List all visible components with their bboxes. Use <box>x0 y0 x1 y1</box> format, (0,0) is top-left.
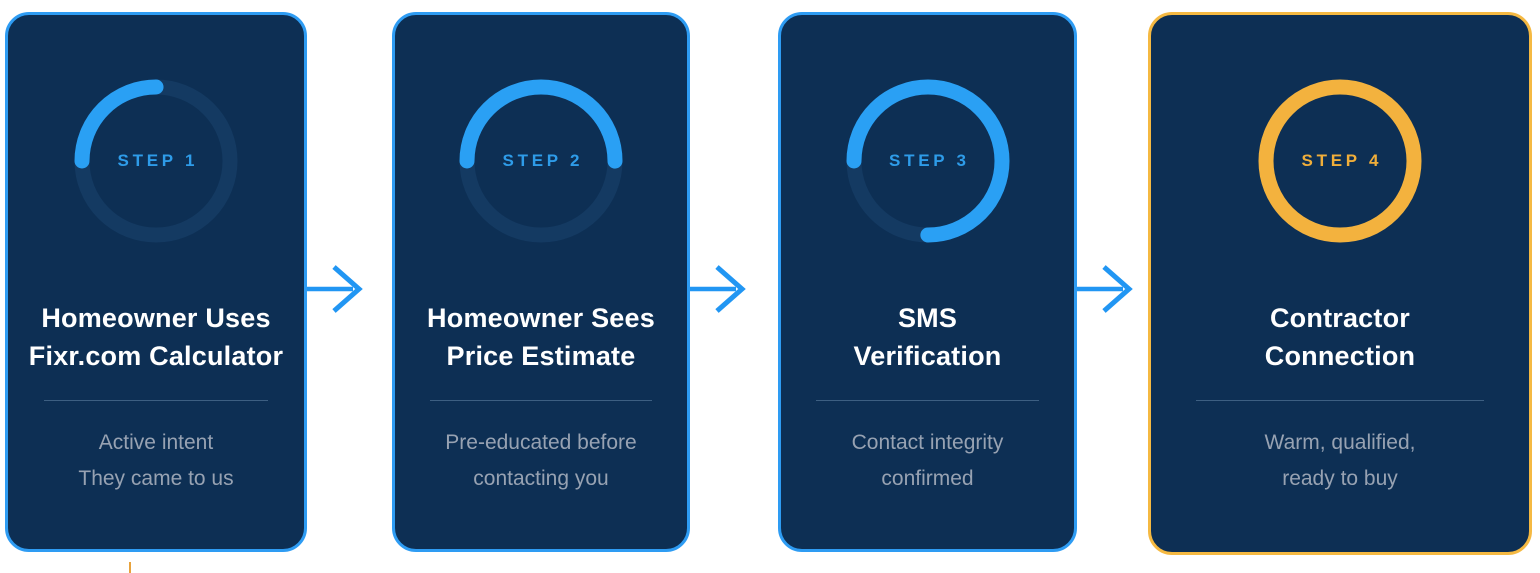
card-title-line: Homeowner Sees <box>427 303 655 333</box>
step-label: STEP 2 <box>502 151 584 170</box>
card-title-line: Verification <box>853 341 1002 371</box>
divider <box>43 400 269 401</box>
divider <box>430 400 652 401</box>
step-card-3: STEP 3 SMS Verification Contact integrit… <box>778 12 1077 552</box>
progress-ring: STEP 4 <box>1255 76 1425 246</box>
card-title-line: Contractor <box>1269 303 1410 333</box>
card-subtitle-line: Contact integrity <box>851 431 1004 454</box>
progress-ring: STEP 3 <box>843 76 1013 246</box>
card-title: Contractor Connection <box>1151 299 1529 375</box>
step-label: STEP 3 <box>889 151 970 170</box>
card-subtitle-line: Pre-educated before <box>445 431 637 454</box>
card-subtitle: Active intent They came to us <box>8 425 304 497</box>
card-title-line: Homeowner Uses <box>41 303 271 333</box>
card-subtitle-line: Active intent <box>98 431 214 454</box>
card-subtitle: Contact integrity confirmed <box>781 425 1074 497</box>
progress-ring-svg <box>846 79 1009 243</box>
card-title-line: SMS <box>897 303 958 333</box>
step-label: STEP 1 <box>117 151 199 170</box>
card-subtitle-line: confirmed <box>881 467 974 490</box>
card-title-line: Connection <box>1264 341 1416 371</box>
card-subtitle: Warm, qualified, ready to buy <box>1151 425 1529 497</box>
arrow-right-icon <box>1077 265 1133 313</box>
progress-ring-svg <box>459 79 623 243</box>
card-subtitle-line: Warm, qualified, <box>1264 431 1416 454</box>
card-subtitle-line: They came to us <box>78 467 234 490</box>
cropped-artifact-tick <box>129 562 131 573</box>
ring-progress-arc <box>1258 79 1422 243</box>
arrow-right-icon <box>307 265 363 313</box>
ring-progress-arc <box>459 79 623 243</box>
card-title: SMS Verification <box>781 299 1074 375</box>
progress-ring-svg <box>1258 79 1422 243</box>
card-title-line: Price Estimate <box>446 341 636 371</box>
step-label: STEP 4 <box>1301 151 1383 170</box>
card-title: Homeowner Uses Fixr.com Calculator <box>8 299 304 375</box>
ring-progress-arc <box>74 79 238 243</box>
progress-ring: STEP 1 <box>71 76 241 246</box>
ring-progress-arc <box>846 79 1009 243</box>
step-card-2: STEP 2 Homeowner Sees Price Estimate Pre… <box>392 12 690 552</box>
divider <box>816 400 1039 401</box>
card-subtitle-line: ready to buy <box>1282 467 1398 490</box>
card-subtitle-line: contacting you <box>473 467 609 490</box>
card-subtitle: Pre-educated before contacting you <box>395 425 687 497</box>
step-card-1: STEP 1 Homeowner Uses Fixr.com Calculato… <box>5 12 307 552</box>
card-title: Homeowner Sees Price Estimate <box>395 299 687 375</box>
divider <box>1196 400 1484 401</box>
progress-ring-svg <box>74 79 238 243</box>
card-title-line: Fixr.com Calculator <box>28 341 284 371</box>
progress-ring: STEP 2 <box>456 76 626 246</box>
arrow-right-icon <box>690 265 746 313</box>
step-card-4: STEP 4 Contractor Connection Warm, quali… <box>1148 12 1532 555</box>
